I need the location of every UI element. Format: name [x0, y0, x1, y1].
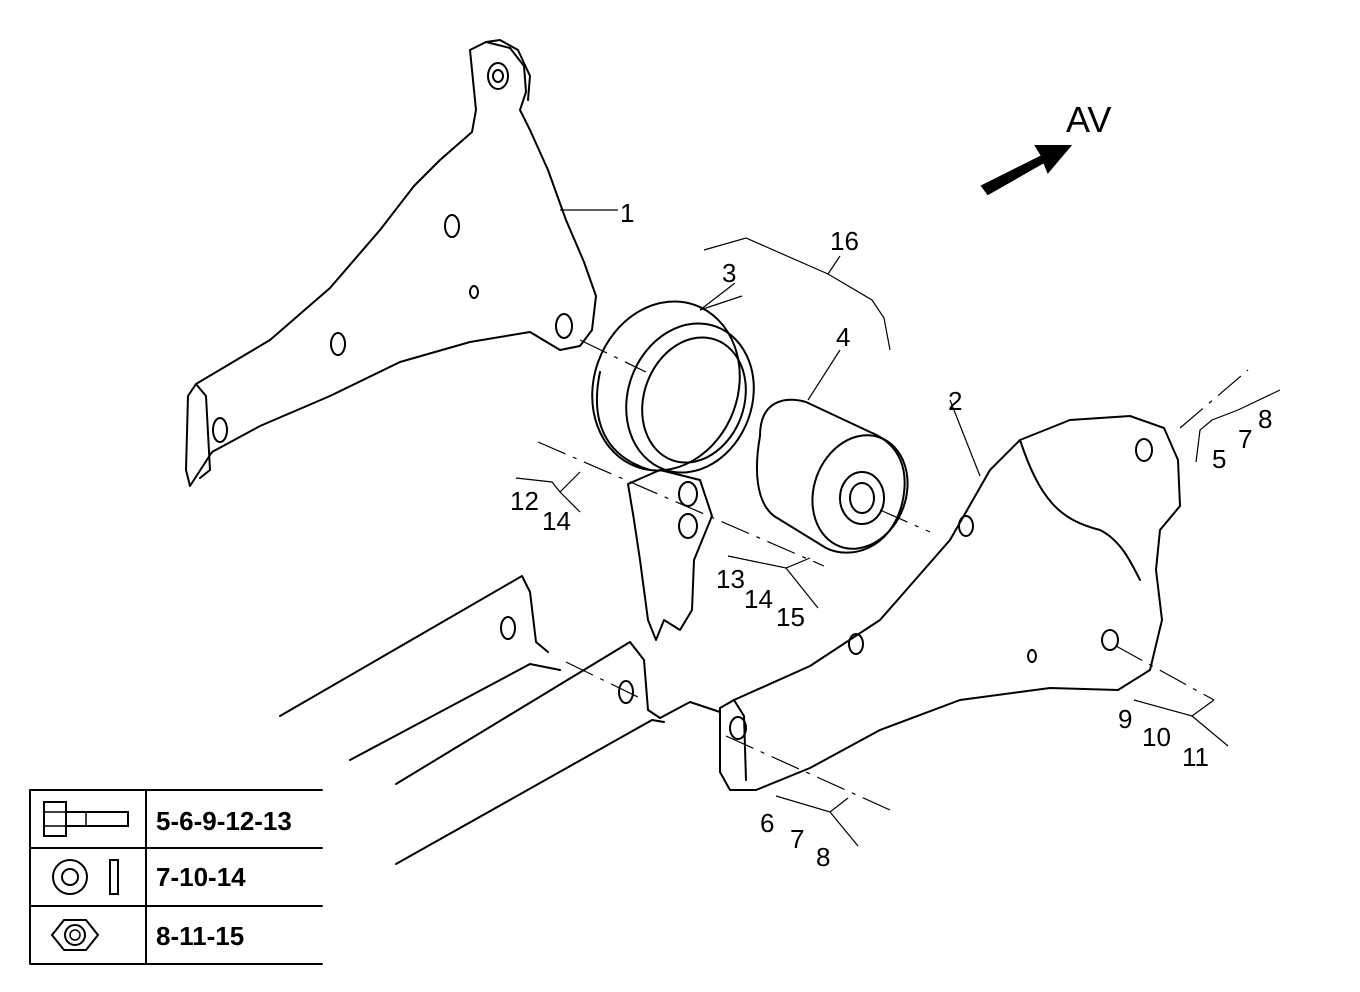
strut-piece — [627, 469, 713, 641]
callout-12: 12 — [510, 486, 539, 516]
washer-icon — [52, 859, 119, 895]
legend-washer-parts: 7-10-14 — [156, 862, 246, 892]
hardware-legend: 5-6-9-12-13 7-10-14 8-11-15 — [29, 789, 323, 965]
bolt-icon — [43, 801, 129, 837]
part-4-silent-block — [755, 349, 909, 554]
callout-15: 15 — [776, 602, 805, 632]
callout-7b: 7 — [790, 824, 804, 854]
frame-rail — [279, 575, 721, 865]
legend-bolt-parts: 5-6-9-12-13 — [156, 806, 292, 836]
callout-11: 11 — [1182, 742, 1209, 772]
direction-indicator: AV — [980, 99, 1111, 196]
callout-14b: 14 — [744, 584, 773, 614]
arrow-icon — [980, 145, 1073, 196]
callout-6: 6 — [760, 808, 774, 838]
callout-8a: 8 — [1258, 404, 1272, 434]
callout-16: 16 — [830, 226, 859, 256]
callout-13: 13 — [716, 564, 745, 594]
callout-5: 5 — [1212, 444, 1226, 474]
nut-icon — [50, 919, 100, 951]
legend-nut-parts: 8-11-15 — [156, 921, 244, 951]
part-2-bracket — [719, 399, 1181, 791]
callout-2: 2 — [948, 386, 962, 416]
part-1-bracket — [185, 39, 618, 487]
callout-7a: 7 — [1238, 424, 1252, 454]
direction-label: AV — [1066, 99, 1111, 140]
part-3-bushing — [591, 282, 755, 474]
callout-8b: 8 — [816, 842, 830, 872]
callout-9: 9 — [1118, 704, 1132, 734]
callout-brackets — [515, 237, 1281, 847]
center-lines — [537, 339, 1249, 811]
callout-4: 4 — [836, 322, 850, 352]
callout-14a: 14 — [542, 506, 571, 536]
callout-10: 10 — [1142, 722, 1171, 752]
callout-labels: 1 2 3 4 16 12 14 13 14 15 5 7 8 9 10 11 … — [510, 198, 1272, 872]
callout-1: 1 — [620, 198, 634, 228]
callout-3: 3 — [722, 258, 736, 288]
